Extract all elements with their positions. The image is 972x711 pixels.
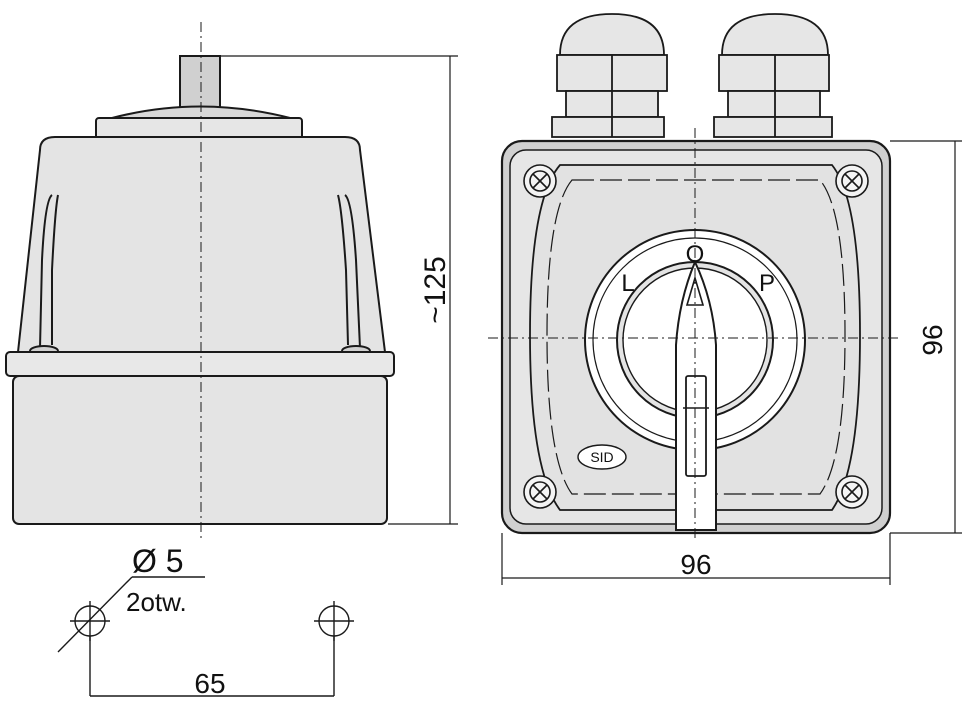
front-width-label: 96: [680, 549, 711, 580]
front-height-label: 96: [917, 324, 948, 355]
screw-top-left: [523, 164, 557, 198]
brand-logo-text: SID: [590, 449, 613, 465]
side-height-dimension: [220, 55, 458, 525]
side-rib-right-inner: [337, 194, 349, 346]
front-centerlines: [488, 128, 900, 540]
screw-bottom-right: [835, 475, 869, 509]
position-label-right: P: [759, 270, 775, 297]
side-cap: [111, 105, 291, 119]
front-height-dimension: [890, 140, 962, 534]
screw-top-right: [835, 164, 869, 198]
front-width-dimension: [501, 533, 891, 585]
position-label-left: L: [621, 270, 634, 297]
brand-logo-oval: [577, 444, 627, 470]
side-height-label: ~125: [419, 256, 452, 324]
hole-diameter-label: Ø 5: [132, 543, 184, 579]
side-base-lip: [5, 351, 395, 377]
hole-count-label: 2otw.: [126, 587, 187, 617]
side-rib-left: [39, 194, 53, 349]
mounting-diagram: [57, 576, 354, 697]
side-base: [12, 375, 388, 525]
screw-bottom-left: [523, 475, 557, 509]
side-view: [5, 55, 395, 525]
hole-leader-line: [57, 576, 133, 653]
cable-gland-left: [551, 13, 668, 138]
hole-spacing-label: 65: [194, 668, 225, 699]
cable-gland-right: [713, 13, 833, 138]
side-rib-right: [344, 194, 361, 349]
handle-grip-slot: [685, 375, 707, 477]
side-rib-left-inner: [51, 194, 59, 345]
front-faceplate-edge: [546, 179, 846, 495]
